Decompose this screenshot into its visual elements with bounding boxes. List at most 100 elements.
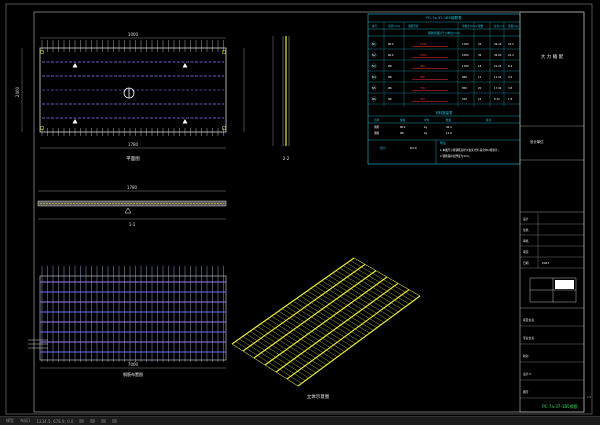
- section-view[interactable]: 1780 1-1: [37, 185, 227, 227]
- table-cell: 1780: [420, 42, 427, 46]
- table-cell: N5: [372, 86, 376, 90]
- table-cell: 24.2: [508, 42, 514, 46]
- table-cell: Φ10: [388, 42, 394, 46]
- table-cell: 1000: [420, 53, 427, 57]
- table-header-cell: 编号: [372, 24, 378, 28]
- polar-icon[interactable]: [112, 419, 118, 423]
- design-unit-label: 设计单位: [530, 139, 544, 144]
- drawing-number: PC-7a-37-1B5钢筋: [542, 403, 577, 409]
- rebar-number-circle: [371, 74, 377, 80]
- plan-support-triangles: [40, 50, 226, 130]
- status-tab-model[interactable]: 模型: [6, 418, 14, 423]
- table-cell: 20: [478, 86, 482, 90]
- title-block-label: 日期: [523, 261, 529, 265]
- rebar-number-circle: [371, 41, 377, 47]
- rebar-plan-dim-text: 7000: [128, 362, 139, 367]
- title-block-top-label: 大 力 橇 配: [541, 53, 564, 60]
- title-block-label: 审定: [523, 250, 529, 254]
- table-cell: 1180: [462, 64, 469, 68]
- corner-marker: [222, 50, 226, 54]
- table-cell: Φ6: [388, 97, 392, 101]
- ortho-icon[interactable]: [101, 419, 107, 423]
- summary-header-cell: 数量: [446, 118, 452, 122]
- table-cell: N2: [372, 53, 376, 57]
- table-cell: 17.00: [494, 86, 502, 90]
- table-header-cell: 重量(kg): [508, 24, 518, 28]
- table-cell: N6: [372, 97, 376, 101]
- section-support-marker: [124, 207, 132, 214]
- rebar-schedule-table[interactable]: PC-7a-37-1B5钢筋表 编号直径(mm)钢筋形状单根长(mm)根数总长(…: [367, 13, 521, 165]
- table-header-row: 编号直径(mm)钢筋形状单根长(mm)根数总长(m)重量(kg): [368, 21, 520, 37]
- side-view-label: 2-2: [283, 156, 290, 161]
- page-number: 1/1: [587, 395, 592, 399]
- summary-header-cell: 单位: [424, 118, 430, 122]
- iso-long-bar: [275, 282, 399, 373]
- status-tab-layout[interactable]: 布局1: [20, 418, 31, 423]
- status-bar: 模型 布局1 1234.5, 678.9, 0.0: [0, 416, 600, 425]
- table-cell: 980: [420, 64, 425, 68]
- title-block-footer-label: 图号: [523, 390, 529, 394]
- table-header-cell: 单根长(mm): [462, 24, 477, 28]
- rebar-plan-label: 钢筋布置图: [123, 371, 143, 377]
- iso-long-bars: [231, 257, 421, 387]
- iso-long-bar: [231, 257, 355, 345]
- summary-title: 材料数量表: [436, 110, 454, 115]
- table-header-cell: 总长(m): [494, 24, 504, 28]
- table-cell: N4: [372, 75, 376, 79]
- summary-header-cell: 规格: [400, 118, 406, 122]
- summary-cell: Φ8: [400, 131, 404, 135]
- summary-header-cell: 名称: [374, 118, 380, 122]
- title-block-footer-label: 项目负责: [523, 318, 534, 322]
- isometric-view[interactable]: 立体示意图: [231, 257, 421, 400]
- title-block-label: 设计: [523, 217, 529, 221]
- support-triangle-icon: [72, 63, 78, 68]
- summary-header-row: 名称规格单位数量备注: [368, 115, 520, 124]
- rebar-number-circle: [371, 52, 377, 58]
- table-cell: 36.00: [494, 53, 502, 57]
- table-cell: 1.8: [508, 97, 512, 101]
- table-cell: Φ10: [388, 53, 394, 57]
- iso-long-bar: [242, 263, 366, 352]
- table-cell: 860: [420, 75, 425, 79]
- summary-cell: 46.4: [446, 125, 452, 129]
- title-block-label: 复核: [523, 228, 529, 232]
- table-cell: 18: [478, 64, 482, 68]
- table-cell: 3.8: [508, 86, 512, 90]
- iso-long-bar: [286, 289, 410, 380]
- snap-icon[interactable]: [79, 419, 85, 423]
- grid-icon[interactable]: [90, 419, 96, 423]
- rebar-plan-vertical-bars: [41, 266, 224, 362]
- table-cell: N3: [372, 64, 376, 68]
- summary-cell: Φ10: [400, 125, 406, 129]
- title-block-footer-label: 专业负责: [523, 336, 534, 340]
- title-block-value: 2023: [542, 261, 549, 265]
- table-cell: 850: [462, 86, 467, 90]
- table-cell: 1780: [462, 42, 469, 46]
- summary-cell: kg: [424, 131, 428, 135]
- plan-dim-bottom-text: 1780: [128, 142, 139, 147]
- table-cell: Φ6: [388, 86, 392, 90]
- plan-view[interactable]: 1000 1780 2400 平面图: [15, 32, 245, 162]
- rebar-plan-view[interactable]: 7000 钢筋布置图: [28, 266, 227, 377]
- support-triangle-icon: [182, 63, 188, 68]
- title-block-logo: [529, 277, 577, 303]
- corner-marker: [40, 50, 44, 54]
- table-header-cell: 根数: [478, 24, 484, 28]
- summary-cell: 钢筋: [374, 131, 380, 135]
- iso-long-bar: [297, 295, 421, 387]
- title-block-footer-label: 校对: [523, 354, 529, 358]
- table-title: PC-7a-37-1B5钢筋表: [426, 15, 462, 20]
- table-cell: 16: [478, 97, 482, 101]
- section-label: 1-1: [129, 222, 136, 227]
- status-coords: 1234.5, 678.9, 0.0: [36, 418, 74, 424]
- note-line-2: 2.钢筋保护层厚度为3cm。: [440, 154, 471, 158]
- side-view[interactable]: 2-2: [272, 36, 290, 161]
- support-triangle-icon: [182, 119, 188, 124]
- table-cell: 420: [420, 97, 425, 101]
- table-cell: 8.32: [494, 97, 500, 101]
